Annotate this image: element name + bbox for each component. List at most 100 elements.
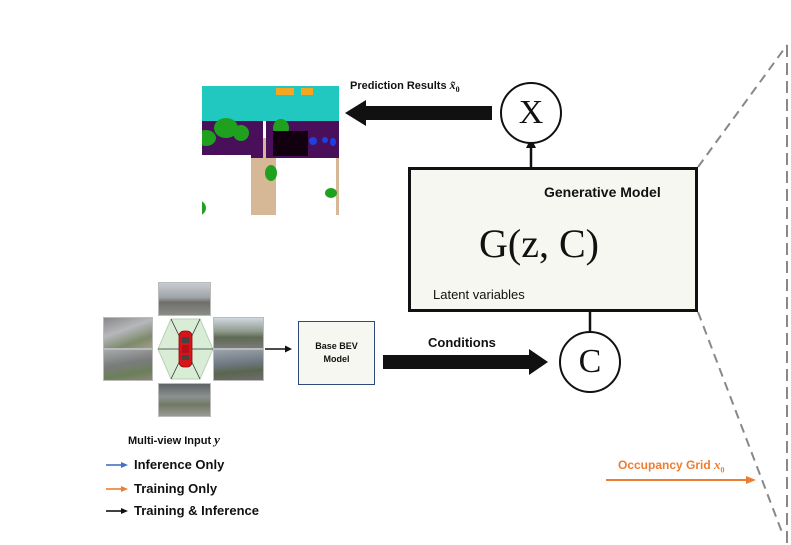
vehicle-marker <box>576 472 583 478</box>
conditions-arrow <box>383 349 548 375</box>
vegetation-patch <box>102 56 130 80</box>
camera-image-back <box>158 383 211 417</box>
camera-image-front-right <box>213 317 264 349</box>
road-region <box>134 43 178 215</box>
prediction-results-text: Prediction Results <box>350 80 447 92</box>
generative-model-box <box>408 167 698 312</box>
lane-marking <box>569 436 579 441</box>
vegetation-patch <box>202 201 206 215</box>
prediction-arrow <box>345 100 492 126</box>
vegetation-patch <box>544 459 558 472</box>
vegetation-patch <box>467 404 488 419</box>
building-region <box>202 155 251 215</box>
terrain-region <box>394 473 416 530</box>
object-marker <box>466 480 476 486</box>
building-region <box>473 486 525 530</box>
lane-marking <box>532 419 539 428</box>
terrain-region <box>473 473 602 530</box>
occupancy-grid-label: Occupancy Grid x0 <box>618 457 725 474</box>
sidewalk-region <box>461 458 535 488</box>
road-region <box>423 403 461 530</box>
legend-label: Inference Only <box>134 457 225 472</box>
building-region <box>394 488 404 518</box>
sidewalk-region <box>543 410 602 440</box>
vegetation-patch <box>104 149 128 177</box>
conditions-label: Conditions <box>428 335 496 350</box>
dashed-perspective-line-top <box>697 44 788 168</box>
building-region <box>547 488 599 530</box>
vegetation-patch <box>184 45 208 65</box>
lane-marking <box>301 88 313 95</box>
occupancy-subscript: 0 <box>720 465 725 475</box>
lane-marking <box>142 143 149 157</box>
vegetation-patch <box>287 56 315 80</box>
lane-marking <box>547 436 563 441</box>
vegetation-patch <box>265 165 277 181</box>
vegetation-patch <box>404 406 421 418</box>
prediction-symbol: x̃ <box>449 78 456 92</box>
camera-image-front-left <box>103 317 153 349</box>
map-background <box>394 403 602 530</box>
dark-obstacle <box>544 468 575 486</box>
lane-marking <box>430 409 436 419</box>
sidewalk-region <box>538 458 602 488</box>
legend-item-training-only: Training Only <box>106 481 217 496</box>
sidewalk-region <box>202 86 268 88</box>
vegetation-patch <box>466 495 480 519</box>
orange-arrow-icon <box>106 485 128 492</box>
sidewalk-region <box>101 123 134 215</box>
legend-label: Training & Inference <box>134 503 259 518</box>
vehicle-marker <box>330 138 336 146</box>
generative-formula: G(z, C) <box>479 221 599 266</box>
sidewalk-region <box>101 43 134 83</box>
road-region <box>394 433 602 461</box>
black-arrow-icon <box>106 507 128 514</box>
sidewalk-region <box>178 143 188 215</box>
base-bev-model-box: Base BEV Model <box>298 321 375 385</box>
terrain-region <box>186 43 339 73</box>
lane-marking <box>276 88 294 95</box>
vehicle-marker <box>587 472 592 476</box>
vegetation-patch <box>470 519 486 531</box>
vegetation-patch <box>493 458 514 473</box>
vegetation-patch <box>201 63 221 79</box>
camera-image-front <box>158 282 211 316</box>
building-region <box>101 158 113 198</box>
blue-arrow-icon <box>106 461 128 468</box>
multiview-symbol: y <box>214 432 220 447</box>
terrain-region <box>468 403 602 425</box>
sidewalk-region <box>394 403 423 433</box>
sidewalk-region <box>461 477 470 530</box>
base-bev-line1: Base BEV <box>315 341 358 351</box>
latent-variables-label: Latent variables <box>433 287 525 302</box>
legend-label: Training Only <box>134 481 218 496</box>
lane-marking <box>508 419 515 428</box>
road-region <box>202 88 339 118</box>
dark-obstacle <box>273 131 308 156</box>
c-condition-node: C <box>559 331 621 393</box>
multiview-input-text: Multi-view Input <box>128 435 212 447</box>
vegetation-patch <box>508 411 525 424</box>
vegetation-patch <box>477 467 494 479</box>
occupancy-bev-map <box>394 403 602 531</box>
vegetation-patch <box>404 505 428 523</box>
object-marker <box>183 147 195 155</box>
multiview-to-bev-arrow <box>265 345 292 353</box>
vehicle-marker <box>322 137 328 143</box>
multiview-input-label: Multi-view Input y <box>128 432 220 448</box>
prediction-results-label: Prediction Results x̃0 <box>350 78 460 94</box>
vegetation-patch <box>325 188 337 198</box>
vehicle-marker <box>594 473 599 479</box>
occupancy-symbol: x <box>714 457 721 472</box>
prediction-bev-map <box>101 43 339 215</box>
vegetation-patch <box>183 167 199 199</box>
sidewalk-region <box>461 403 540 436</box>
vegetation-patch <box>112 181 140 205</box>
vegetation-patch <box>509 464 523 476</box>
vegetation-patch <box>590 510 600 517</box>
lane-marking <box>231 65 239 77</box>
vegetation-patch <box>397 481 418 502</box>
vegetation-patch <box>202 130 216 146</box>
vegetation-patch <box>113 47 133 63</box>
occupancy-grid-text: Occupancy Grid <box>618 458 711 472</box>
